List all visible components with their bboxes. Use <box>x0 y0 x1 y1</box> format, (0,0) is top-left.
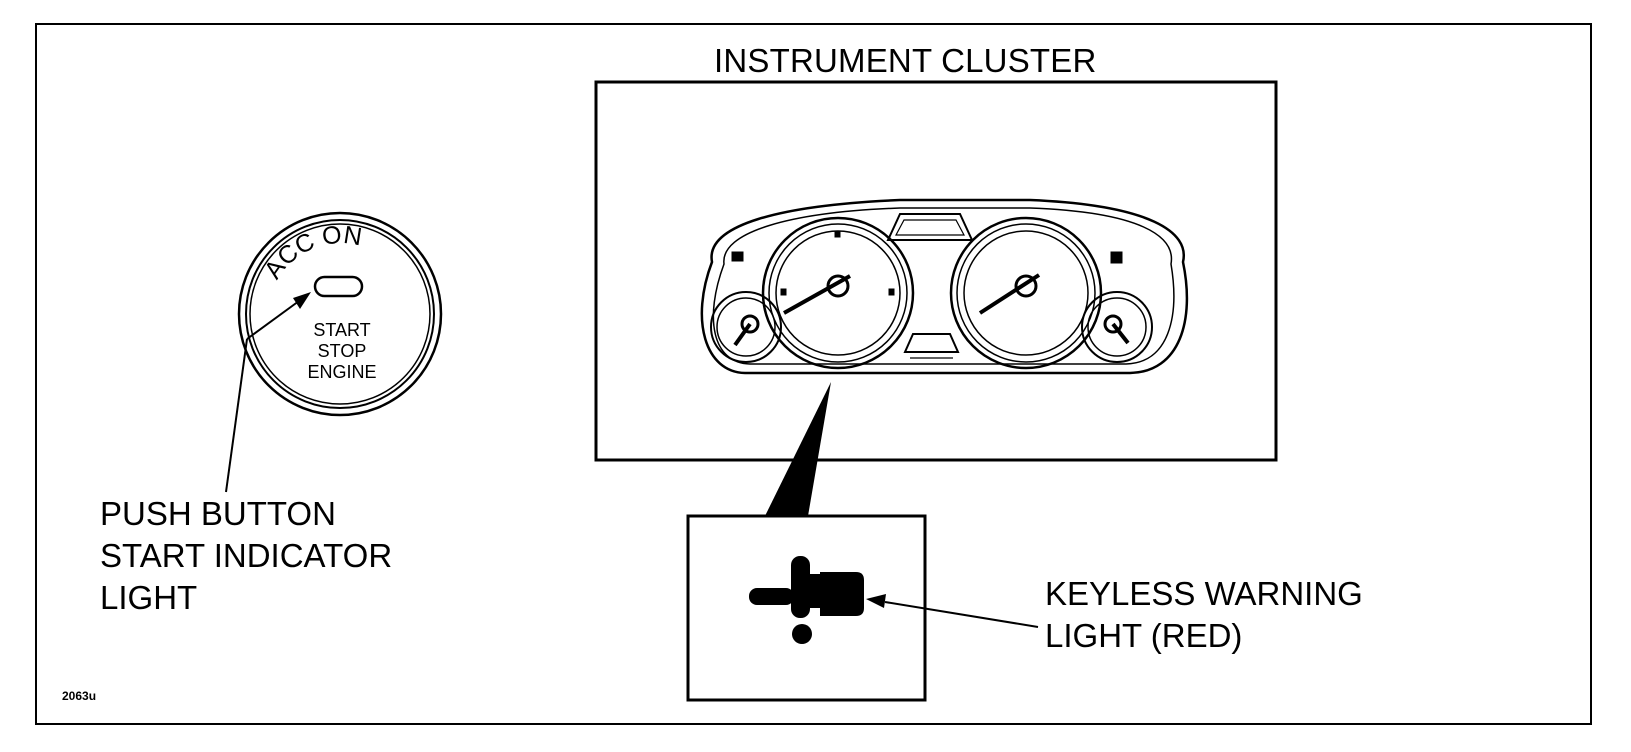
figure-code: 2063u <box>62 689 97 703</box>
push-button-switch: ACC ON <box>237 211 443 417</box>
button-text-engine: ENGINE <box>307 362 377 382</box>
instrument-cluster-title: INSTRUMENT CLUSTER <box>714 42 1097 79</box>
push-button-indicator-label: PUSH BUTTON START INDICATOR LIGHT <box>100 493 392 619</box>
push-button-label-line-2: START INDICATOR <box>100 537 393 574</box>
button-text-stop: STOP <box>317 341 367 361</box>
right-small-gauge <box>1081 251 1153 363</box>
keyless-warning-label: KEYLESS WARNING LIGHT (RED) <box>1045 573 1363 657</box>
keyless-warning-icon <box>749 556 864 644</box>
keyless-warning-arrow <box>866 594 1039 628</box>
button-ring-text: ACC ON <box>259 221 364 284</box>
callout-wedge <box>765 382 831 516</box>
push-button-leader <box>225 292 311 493</box>
keyless-label-line-1: KEYLESS WARNING <box>1045 575 1363 612</box>
push-button-indicator-light <box>313 275 364 298</box>
push-button-label-line-3: LIGHT <box>100 579 198 616</box>
left-small-gauge <box>710 251 782 363</box>
button-center-text: START STOP ENGINE <box>281 320 403 383</box>
outer-frame <box>35 23 1592 725</box>
keyless-label-line-2: LIGHT (RED) <box>1045 617 1243 654</box>
push-button-label-line-1: PUSH BUTTON <box>100 495 336 532</box>
left-main-gauge <box>761 216 915 370</box>
instrument-cluster-drawing <box>700 198 1189 375</box>
right-main-gauge <box>949 216 1103 370</box>
button-text-start: START <box>313 320 371 340</box>
instrument-cluster-box <box>594 80 1278 462</box>
